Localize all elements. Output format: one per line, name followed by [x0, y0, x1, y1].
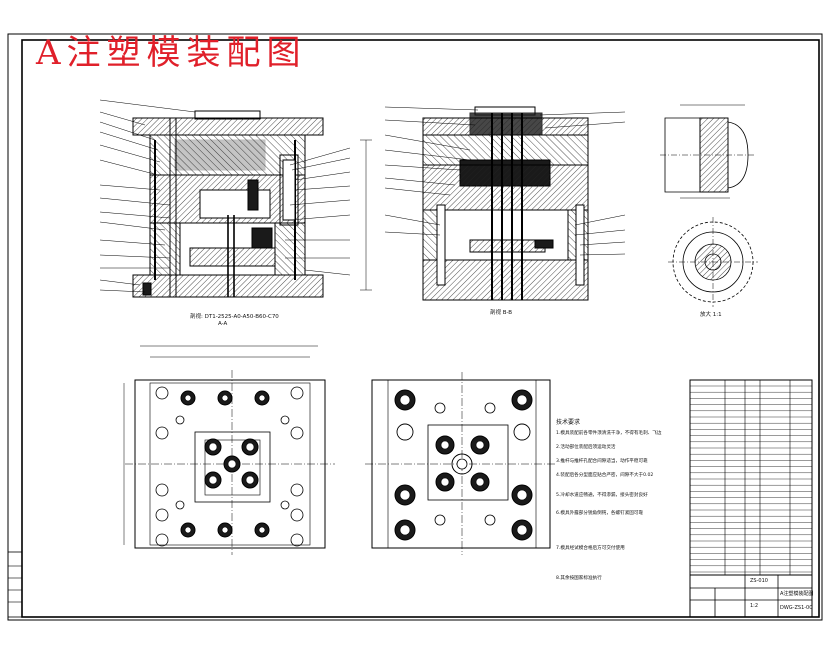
plan-view-moving — [123, 345, 335, 555]
technical-note: 2.活动部位装配后须运动灵活 — [556, 445, 616, 450]
ejector-core — [245, 475, 255, 485]
screw-hole — [290, 508, 304, 522]
screw-hole — [290, 426, 304, 440]
cooling-connector-core — [399, 489, 411, 501]
title-block-code: DWG-ZS1-00 — [780, 605, 813, 611]
parts-list — [689, 379, 813, 576]
screw-hole — [155, 483, 169, 497]
title-block-scale: 1:2 — [750, 603, 759, 609]
title-block-drawing-number: ZS-010 — [750, 578, 768, 584]
cooling-plug-core — [221, 394, 229, 402]
cavity-core — [440, 440, 450, 450]
plan-view-moving-holes — [155, 386, 304, 547]
cavity-core — [475, 440, 485, 450]
plan-view-fixed — [365, 372, 555, 555]
guide-pin-hole — [155, 533, 169, 547]
parts-list-rows — [690, 385, 812, 573]
cooling-connector-core — [516, 394, 528, 406]
title-block — [689, 574, 813, 618]
section-a-a-view — [132, 110, 324, 298]
section-a-a-name: A-A — [218, 321, 228, 327]
outer-border — [7, 33, 823, 621]
cooling-connector-core — [516, 489, 528, 501]
binding-strip-rows — [8, 565, 22, 603]
cooling-plug-core — [258, 526, 266, 534]
cooling-connector-core — [399, 394, 411, 406]
screw-hole — [155, 426, 169, 440]
screw-hole — [290, 483, 304, 497]
technical-note: 6.模具外露部分锐角倒钝，各螺钉紧固可靠 — [556, 511, 644, 516]
cooling-connector-core — [399, 524, 411, 536]
technical-note: 4.装配后各分型面应贴合严密，间隙不大于0.02 — [556, 473, 654, 478]
cooling-plug-core — [184, 394, 192, 402]
technical-note: 8.其余按国家标准执行 — [556, 576, 602, 581]
plan-view-fixed-holes — [394, 389, 533, 541]
guide-bushing — [396, 423, 414, 441]
technical-note: 7.模具经试模合格后方可交付使用 — [556, 546, 625, 551]
title-block-name: A注塑模装配图 — [780, 591, 814, 597]
detail-round-view — [668, 217, 758, 307]
detail-view-caption: 放大 1:1 — [700, 312, 722, 318]
sprue-bushing — [451, 453, 473, 475]
ejector-core — [208, 442, 218, 452]
pin-hole — [280, 500, 290, 510]
ejector-core — [227, 459, 237, 469]
section-b-b-leaders — [384, 106, 626, 256]
guide-bushing — [513, 423, 531, 441]
detail-side-view — [660, 104, 755, 199]
section-b-b-view — [422, 106, 589, 301]
pin-hole — [175, 415, 185, 425]
cooling-plug-core — [258, 394, 266, 402]
ejector-core — [245, 442, 255, 452]
cooling-connector-core — [516, 524, 528, 536]
technical-note: 1.模具装配前各零件须清洗干净，不得有毛刺、飞边 — [556, 431, 662, 436]
pin-hole — [280, 415, 290, 425]
cooling-plug-core — [184, 526, 192, 534]
binding-strip — [7, 551, 23, 618]
inner-border — [21, 39, 820, 618]
pin-hole — [175, 500, 185, 510]
screw-hole — [484, 514, 496, 526]
section-a-a-caption: 剖视: DT1-2525-A0-A50-B60-C70 — [190, 314, 279, 320]
section-a-a-leaders — [99, 99, 372, 293]
technical-note: 5.冷却水道应畅通，不得渗漏，接头密封良好 — [556, 493, 648, 498]
guide-pin-hole — [290, 533, 304, 547]
section-b-b-caption: 剖视 B-B — [490, 310, 513, 316]
screw-hole — [434, 514, 446, 526]
sprue-core — [456, 458, 468, 470]
screw-hole — [434, 402, 446, 414]
guide-pin-hole — [290, 386, 304, 400]
technical-note: 3.推杆与推杆孔配合间隙适当，动作平稳可靠 — [556, 459, 648, 464]
guide-pin-hole — [155, 386, 169, 400]
technical-notes-title: 技术要求 — [556, 419, 581, 426]
cavity-core — [475, 477, 485, 487]
cooling-plug-core — [221, 526, 229, 534]
ejector-core — [208, 475, 218, 485]
screw-hole — [155, 508, 169, 522]
screw-hole — [484, 402, 496, 414]
drawing-title: A注塑模装配图 — [36, 33, 307, 73]
cavity-core — [440, 477, 450, 487]
